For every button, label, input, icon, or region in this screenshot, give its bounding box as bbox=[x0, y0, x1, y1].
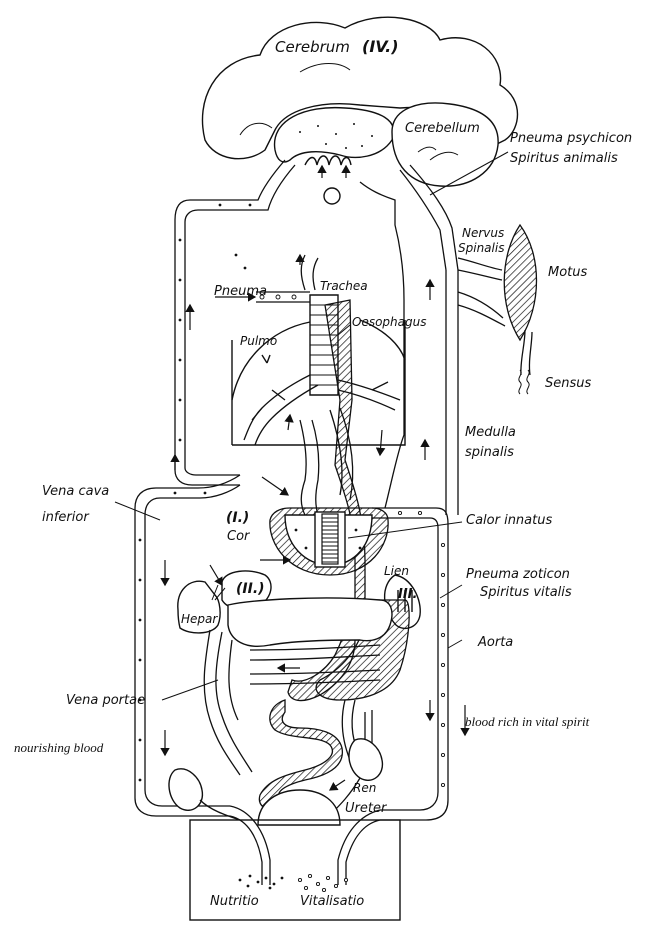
label-pneuma: Pneuma bbox=[214, 284, 267, 299]
portal-vein bbox=[204, 630, 252, 775]
label-ureter: Ureter bbox=[345, 801, 388, 816]
label-spinalis: Spinalis bbox=[458, 241, 504, 255]
aorta-vessel bbox=[360, 182, 448, 820]
label-cor: Cor bbox=[227, 529, 251, 544]
label-vena-portae: Vena portae bbox=[66, 693, 145, 708]
label-cerebrum: Cerebrum bbox=[275, 38, 350, 56]
label-spiritus-animalis: Spiritus animalis bbox=[510, 151, 618, 166]
label-nourishing-blood: nourishing blood bbox=[14, 740, 104, 755]
label-medulla-spinalis: spinalis bbox=[465, 445, 514, 460]
vitalisatio-dots bbox=[298, 874, 347, 891]
label-nervus: Nervus bbox=[462, 226, 504, 240]
label-nutritio: Nutritio bbox=[210, 894, 259, 909]
portae-leader bbox=[162, 680, 218, 700]
label-vena-cava: Vena cava bbox=[42, 484, 109, 499]
sensus-squiggle bbox=[519, 370, 529, 394]
label-vitalisatio: Vitalisatio bbox=[300, 894, 364, 909]
cerebrum-inner bbox=[275, 108, 394, 204]
label-pneuma-zoticon: Pneuma zoticon bbox=[466, 567, 570, 582]
cor-heart bbox=[270, 508, 388, 575]
nervus-spinalis bbox=[400, 165, 532, 515]
label-oesophagus: Oesophagus bbox=[352, 315, 426, 329]
cerebellum bbox=[392, 103, 498, 186]
label-pulmo: Pulmo bbox=[240, 334, 277, 348]
label-pneuma-psychicon: Pneuma psychicon bbox=[510, 131, 632, 146]
aorta-leader bbox=[448, 640, 462, 648]
label-blood-rich: blood rich in vital spirit bbox=[465, 714, 590, 729]
label-cerebrum-num: (IV.) bbox=[362, 37, 399, 56]
label-inferior: inferior bbox=[42, 510, 90, 525]
intestine-loop bbox=[228, 598, 392, 684]
label-ren: Ren bbox=[353, 781, 376, 795]
motus-muscle bbox=[504, 225, 536, 340]
label-trachea: Trachea bbox=[320, 279, 368, 293]
label-cor-num: (I.) bbox=[226, 510, 249, 526]
vena-cava-leader bbox=[115, 502, 160, 520]
label-hepar-num: (II.) bbox=[236, 581, 265, 597]
label-cerebellum: Cerebellum bbox=[405, 121, 480, 136]
label-calor-innatus: Calor innatus bbox=[466, 513, 552, 528]
label-hepar: Hepar bbox=[181, 612, 218, 626]
nutritio-dots bbox=[239, 875, 284, 890]
label-aorta: Aorta bbox=[477, 635, 513, 650]
heart-inflow-arrow bbox=[262, 477, 288, 495]
label-lien: Lien bbox=[384, 564, 409, 578]
label-spiritus-vitalis: Spiritus vitalis bbox=[480, 585, 572, 600]
zoticon-leader bbox=[440, 585, 462, 598]
label-lien-num: III. bbox=[398, 587, 417, 602]
label-motus: Motus bbox=[548, 265, 588, 280]
label-sensus: Sensus bbox=[545, 376, 592, 391]
pulmo-mark bbox=[262, 355, 270, 363]
label-medulla: Medulla bbox=[465, 425, 516, 440]
